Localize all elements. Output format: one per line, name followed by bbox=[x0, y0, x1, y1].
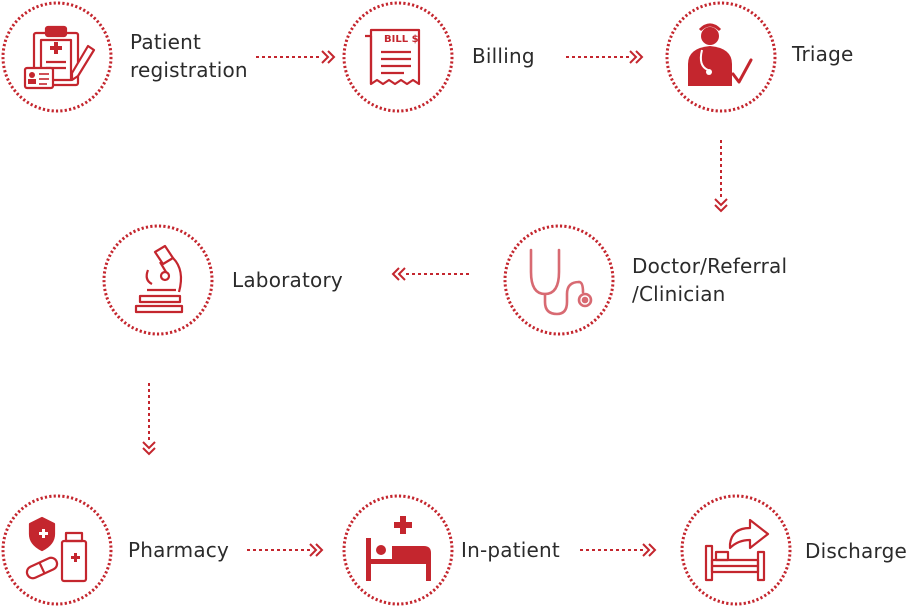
step-circle-triage bbox=[665, 1, 777, 113]
step-label-line: Doctor/Referral bbox=[632, 254, 788, 278]
microscope-icon bbox=[134, 244, 184, 314]
arrow-pharmacy-to-in-patient bbox=[247, 543, 323, 557]
step-label-discharge: Discharge bbox=[805, 537, 907, 565]
arrow-doctor-to-laboratory bbox=[392, 267, 469, 281]
step-label-line: Billing bbox=[472, 44, 535, 68]
step-label-patient-registration: Patient registration bbox=[130, 28, 248, 84]
arrow-registration-to-billing bbox=[256, 50, 335, 64]
step-circle-discharge bbox=[680, 494, 792, 606]
step-circle-patient-registration bbox=[1, 1, 113, 113]
step-label-billing: Billing bbox=[472, 42, 535, 70]
stethoscope-icon bbox=[529, 248, 593, 316]
medicine-bottle-pills-icon bbox=[25, 516, 88, 583]
bed-exit-arrow-icon bbox=[704, 518, 770, 582]
step-circle-billing bbox=[342, 1, 454, 113]
arrow-laboratory-to-pharmacy bbox=[142, 383, 156, 455]
step-circle-laboratory bbox=[102, 224, 214, 336]
bill-receipt-icon: BILL $ bbox=[365, 28, 421, 86]
step-label-laboratory: Laboratory bbox=[232, 266, 343, 294]
step-label-line: Triage bbox=[792, 42, 854, 66]
step-label-line: In-patient bbox=[461, 538, 560, 562]
step-label-triage: Triage bbox=[792, 40, 854, 68]
nurse-stethoscope-icon bbox=[688, 23, 753, 86]
step-label-line: Discharge bbox=[805, 539, 907, 563]
arrow-in-patient-to-discharge bbox=[580, 543, 656, 557]
bill-label-glyph: BILL $ bbox=[384, 34, 419, 45]
clipboard-registration-icon bbox=[23, 25, 96, 90]
step-label-line: Pharmacy bbox=[128, 538, 230, 562]
step-label-line: /Clinician bbox=[632, 282, 726, 306]
step-circle-pharmacy bbox=[1, 494, 113, 606]
step-label-line: Laboratory bbox=[232, 268, 343, 292]
step-label-line: registration bbox=[130, 58, 248, 82]
hospital-bed-icon bbox=[366, 516, 431, 581]
step-label-doctor-referral-clinician: Doctor/Referral /Clinician bbox=[632, 252, 787, 308]
arrow-billing-to-triage bbox=[566, 50, 643, 64]
arrow-triage-to-doctor bbox=[714, 140, 728, 212]
step-label-line: Patient bbox=[130, 30, 202, 54]
step-label-in-patient: In-patient bbox=[461, 536, 560, 564]
step-circle-doctor bbox=[503, 224, 615, 336]
step-label-pharmacy: Pharmacy bbox=[128, 536, 229, 564]
step-circle-in-patient bbox=[342, 494, 454, 606]
